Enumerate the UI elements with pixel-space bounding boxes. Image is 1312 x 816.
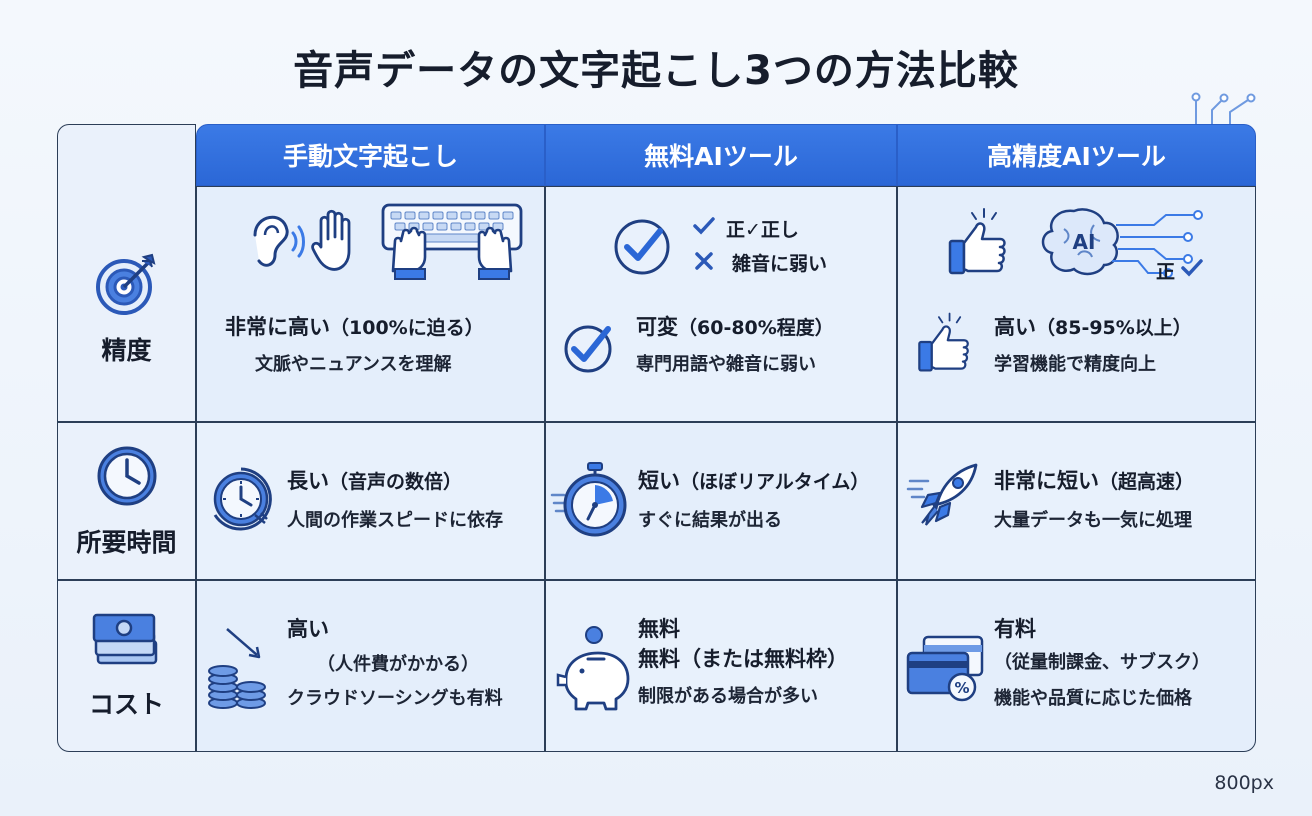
time-premium-cell: 非常に短い（超高速） 大量データも一気に処理 — [897, 422, 1256, 580]
accuracy-free-cell: 正✓正し 雑音に弱い 可変（60-80%程度） 専門用語や雑音に弱い — [545, 186, 897, 422]
small-check-icon — [693, 217, 715, 235]
cost-manual-line3: クラウドソーシングも有料 — [287, 688, 503, 709]
hand-icon — [311, 209, 351, 271]
row-label-text: 精度 — [101, 336, 152, 365]
illustration-label: 雑音に弱い — [732, 253, 828, 275]
time-premium-main: 非常に短い（超高速） — [994, 469, 1195, 493]
cost-manual-line2: （人件費がかかる） — [317, 654, 479, 675]
column-header-free-ai: 無料AIツール — [545, 124, 897, 186]
ai-brain-icon: AI — [1041, 208, 1203, 278]
time-manual-cell: 長い（音声の数倍） 人間の作業スピードに依存 — [196, 422, 545, 580]
time-free-sub: すぐに結果が出る — [638, 510, 782, 531]
row-label-cost: コスト — [57, 580, 196, 752]
clock-icon — [213, 467, 272, 531]
cost-premium-cell: % 有料 （従量制課金、サブスク） 機能や品質に応じた価格 — [897, 580, 1256, 752]
small-check-icon — [1181, 259, 1203, 277]
accuracy-free-sub: 専門用語や雑音に弱い — [636, 354, 816, 375]
cost-free-cell: 無料 無料（または無料枠） 制限がある場合が多い — [545, 580, 897, 752]
keyboard-typing-icon — [381, 203, 523, 280]
row-label-accuracy: 精度 — [57, 124, 196, 422]
ai-label: AI — [1073, 230, 1096, 254]
table-body: 精度 所要時間 コスト — [57, 124, 1256, 752]
rocket-icon — [906, 463, 978, 526]
time-manual-main: 長い（音声の数倍） — [287, 469, 463, 493]
clock-icon — [97, 446, 156, 506]
money-stack-icon — [92, 613, 157, 665]
row-label-text: コスト — [88, 690, 164, 719]
svg-text:%: % — [954, 679, 969, 697]
cost-premium-line2: （従量制課金、サブスク） — [994, 652, 1210, 673]
thumbs-up-icon — [948, 208, 1006, 275]
size-note: 800px — [1214, 772, 1274, 794]
small-cross-icon — [695, 252, 713, 270]
row-label-time: 所要時間 — [57, 422, 196, 580]
accuracy-free-main: 可変（60-80%程度） — [636, 315, 834, 339]
column-header-manual: 手動文字起こし — [196, 124, 545, 186]
cost-manual-line1: 高い — [287, 617, 329, 641]
cost-free-line1: 無料 — [638, 617, 680, 641]
thumbs-up-icon — [918, 312, 969, 372]
piggy-bank-icon — [556, 626, 630, 711]
ear-icon — [253, 215, 305, 267]
accuracy-manual-main: 非常に高い（100%に迫る） — [225, 315, 484, 339]
cost-premium-line1: 有料 — [994, 617, 1036, 641]
credit-card-icon: % — [906, 635, 984, 702]
cost-manual-cell: 高い （人件費がかかる） クラウドソーシングも有料 — [196, 580, 545, 752]
illustration-label: 正✓正し — [726, 219, 799, 241]
time-premium-sub: 大量データも一気に処理 — [994, 510, 1192, 531]
accuracy-premium-cell: AI 正 高い（85-95%以上） 学習機能で精度向上 — [897, 186, 1256, 422]
accuracy-premium-main: 高い（85-95%以上） — [994, 315, 1192, 339]
row-label-text: 所要時間 — [76, 528, 177, 557]
coins-down-icon — [208, 628, 266, 709]
cost-free-line2: 無料（または無料枠） — [638, 647, 848, 671]
time-free-main: 短い（ほぼリアルタイム） — [638, 469, 870, 493]
check-circle-icon — [564, 325, 612, 373]
time-manual-sub: 人間の作業スピードに依存 — [287, 510, 503, 531]
cost-free-line3: 制限がある場合が多い — [638, 686, 818, 707]
accuracy-manual-cell: 非常に高い（100%に迫る） 文脈やニュアンスを理解 — [196, 186, 545, 422]
illustration-label: 正 — [1156, 261, 1176, 283]
column-header-premium-ai: 高精度AIツール — [897, 124, 1256, 186]
accuracy-manual-sub: 文脈やニュアンスを理解 — [255, 354, 452, 375]
comparison-table: 手動文字起こし 無料AIツール 高精度AIツール 精度 所要時間 — [57, 124, 1256, 752]
stopwatch-icon — [550, 462, 627, 537]
page-title: 音声データの文字起こし3つの方法比較 — [293, 48, 1019, 94]
check-circle-icon — [614, 219, 670, 275]
time-free-cell: 短い（ほぼリアルタイム） すぐに結果が出る — [545, 422, 897, 580]
cost-premium-line3: 機能や品質に応じた価格 — [994, 688, 1192, 709]
target-icon — [95, 253, 155, 315]
accuracy-premium-sub: 学習機能で精度向上 — [994, 354, 1156, 375]
